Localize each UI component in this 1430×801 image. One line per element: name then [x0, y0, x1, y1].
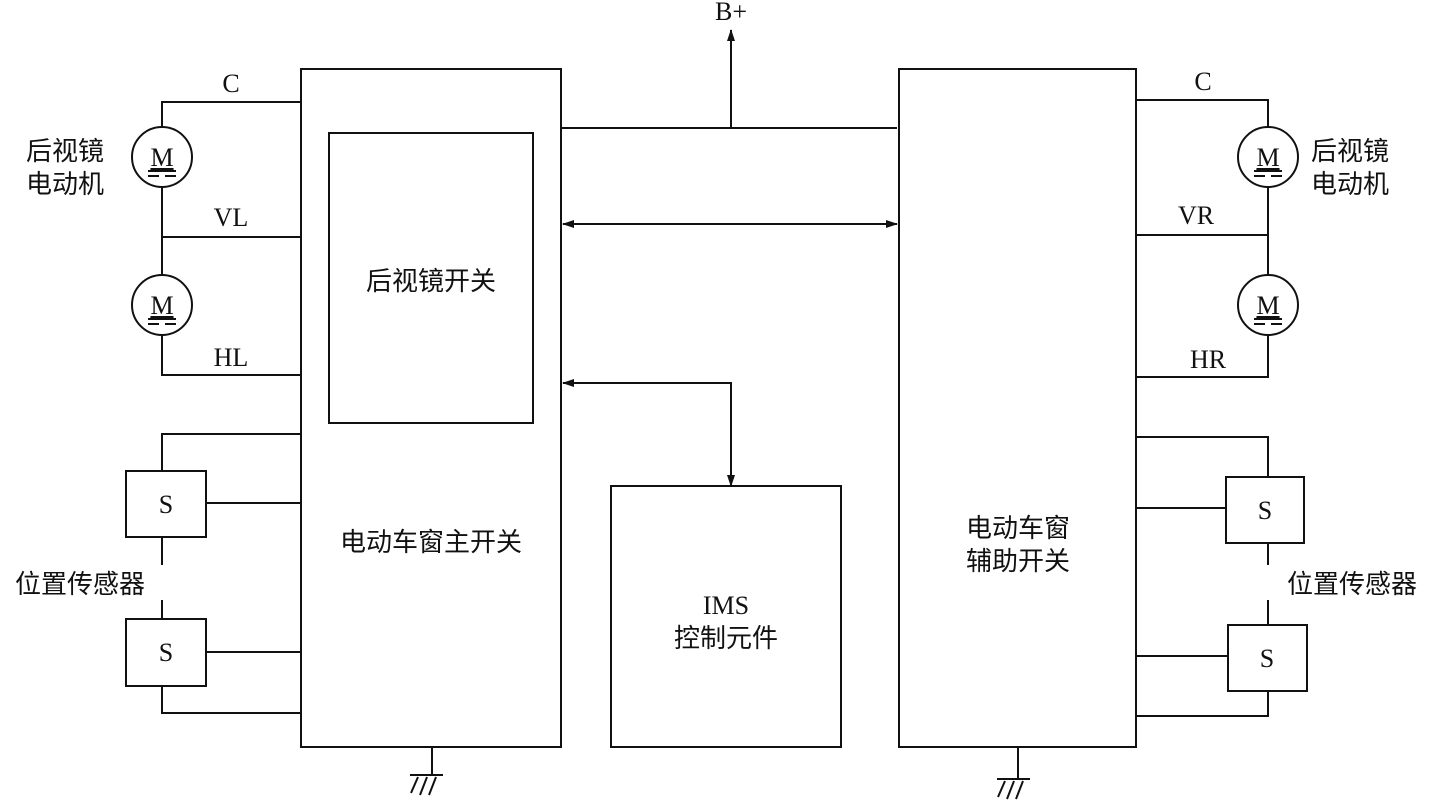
aux-switch-label-2: 辅助开关: [966, 547, 1070, 577]
left-sensor-wiring: [161, 433, 301, 714]
right-sensor-2: S: [1227, 624, 1308, 692]
svg-text:M: M: [1256, 143, 1279, 172]
left-wire-hl: HL: [214, 343, 249, 372]
mirror-switch-box: [328, 132, 534, 424]
ground-icon: [410, 747, 443, 796]
left-sensor-1: S: [125, 470, 207, 538]
right-wire-vr: VR: [1178, 201, 1215, 230]
left-motor-label-2: 电动机: [26, 170, 104, 200]
right-motor-label-1: 后视镜: [1311, 137, 1389, 167]
right-sensor-1: S: [1225, 476, 1305, 544]
supply-label: B+: [715, 0, 747, 26]
comm-link-ims: [562, 379, 735, 487]
left-sensor-label: 位置传感器: [15, 570, 145, 600]
main-switch-label: 电动车窗主开关: [340, 528, 522, 558]
right-wire-c: C: [1194, 67, 1211, 96]
left-motor-label-1: 后视镜: [26, 137, 104, 167]
right-motor-wiring: [1136, 99, 1269, 378]
left-sensor-2: S: [125, 618, 207, 687]
svg-text:M: M: [150, 143, 173, 172]
aux-switch-box: [898, 68, 1137, 748]
right-motor-label-2: 电动机: [1311, 170, 1389, 200]
left-wire-vl: VL: [214, 203, 249, 232]
right-wire-hr: HR: [1190, 345, 1227, 374]
left-motor-wiring: [161, 101, 301, 376]
svg-text:M: M: [150, 291, 173, 320]
left-motor-h: M: [131, 274, 193, 336]
ground-icon: [997, 747, 1030, 800]
ims-label: IMS: [703, 591, 749, 620]
svg-text:S: S: [159, 490, 173, 519]
svg-text:S: S: [159, 638, 173, 667]
left-wire-c: C: [222, 69, 239, 98]
svg-text:M: M: [1256, 291, 1279, 320]
mirror-switch-label: 后视镜开关: [366, 267, 496, 297]
right-sensor-label: 位置传感器: [1287, 570, 1417, 600]
svg-text:S: S: [1260, 644, 1274, 673]
aux-switch-label-1: 电动车窗: [966, 514, 1070, 544]
ims-sublabel: 控制元件: [674, 624, 778, 654]
svg-text:S: S: [1258, 496, 1272, 525]
right-motor-v: M: [1237, 126, 1299, 188]
left-motor-v: M: [131, 126, 193, 188]
right-sensor-wiring: [1136, 436, 1269, 717]
right-motor-h: M: [1237, 274, 1299, 336]
